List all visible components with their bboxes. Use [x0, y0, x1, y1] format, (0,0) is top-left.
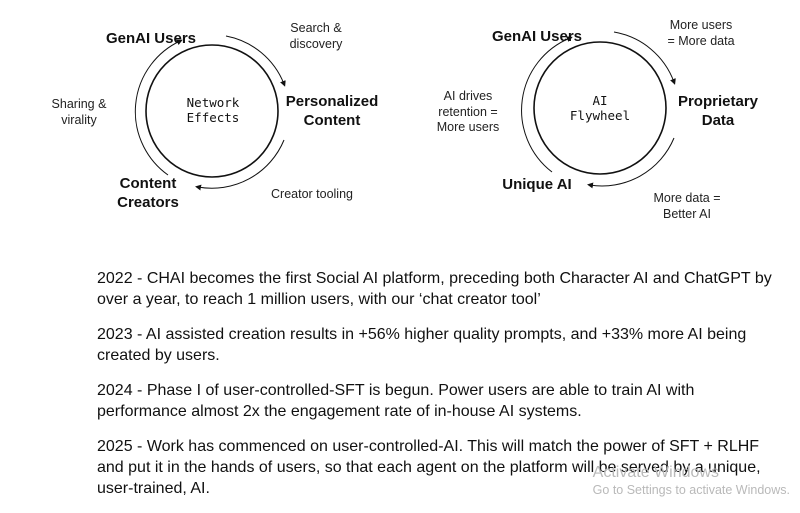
- edge-line: retention =: [438, 104, 498, 119]
- cycle-diagrams-svg: [134, 31, 676, 191]
- edge-ai-drives-retention: AI drives retention = More users: [428, 89, 508, 136]
- edge-more-users-more-data: More users = More data: [656, 18, 746, 49]
- node-content-creators: Content Creators: [104, 175, 192, 213]
- center-line: Network: [186, 95, 240, 110]
- watermark-subtitle: Go to Settings to activate Windows.: [592, 483, 790, 498]
- node-line: Data: [701, 111, 735, 129]
- edge-line: discovery: [289, 36, 343, 51]
- edge-line: = More data: [667, 33, 735, 48]
- edge-search-discovery: Search & discovery: [276, 21, 356, 52]
- ai-flywheel-diagram: [521, 31, 676, 189]
- timeline: 2022 - CHAI becomes the first Social AI …: [97, 268, 787, 513]
- node-line: Content: [303, 111, 361, 129]
- ai-flywheel-inner-circle: [533, 41, 667, 175]
- edge-sharing-virality: Sharing & virality: [44, 97, 114, 128]
- timeline-entry-2022: 2022 - CHAI becomes the first Social AI …: [97, 270, 772, 308]
- arc-more-users-more-data: [613, 31, 676, 85]
- node-line: Personalized: [285, 93, 379, 110]
- node-genai-users: GenAI Users: [105, 30, 197, 47]
- network-effects-diagram: [134, 35, 286, 191]
- timeline-entry-2023: 2023 - AI assisted creation results in +…: [97, 326, 747, 364]
- node-line: Content: [119, 175, 177, 192]
- arc-sharing-virality: [134, 39, 183, 176]
- timeline-entry-2024: 2024 - Phase I of user-controlled-SFT is…: [97, 382, 695, 420]
- edge-line: More data =: [653, 191, 721, 205]
- activate-windows-watermark: Activate Windows Go to Settings to activ…: [593, 463, 790, 499]
- node-line: Proprietary: [677, 93, 759, 110]
- edge-creator-tooling: Creator tooling: [271, 187, 353, 201]
- edge-more-data-better-ai: More data = Better AI: [642, 191, 732, 222]
- center-line: AI: [592, 93, 608, 108]
- network-effects-center-label: Network Effects: [172, 95, 254, 125]
- arc-search-discovery: [225, 35, 286, 87]
- edge-line: More users: [436, 120, 500, 135]
- edge-line: Search &: [290, 21, 342, 35]
- node-genai-users: GenAI Users: [491, 28, 583, 45]
- arc-creator-tooling: [195, 139, 285, 191]
- node-line: Creators: [117, 193, 179, 211]
- ai-flywheel-center-label: AI Flywheel: [558, 93, 642, 123]
- node-proprietary-data: Proprietary Data: [668, 93, 768, 131]
- arc-more-data-better-ai: [587, 137, 675, 189]
- edge-line: Sharing &: [51, 97, 107, 111]
- node-personalized-content: Personalized Content: [276, 93, 388, 131]
- center-line: Effects: [186, 110, 240, 125]
- edge-line: More users: [669, 18, 733, 32]
- edge-line: virality: [61, 112, 97, 127]
- diagrams-area: Network Effects GenAI Users Personalized…: [0, 0, 800, 240]
- arc-ai-drives-retention: [521, 36, 573, 173]
- center-line: Flywheel: [569, 108, 631, 123]
- edge-line: Better AI: [663, 206, 711, 221]
- network-effects-inner-circle: [145, 44, 279, 178]
- timeline-entry-2025: 2025 - Work has commenced on user-contro…: [97, 438, 761, 497]
- watermark-title: Activate Windows: [592, 464, 719, 482]
- node-unique-ai: Unique AI: [502, 176, 572, 193]
- edge-line: AI drives: [443, 89, 493, 103]
